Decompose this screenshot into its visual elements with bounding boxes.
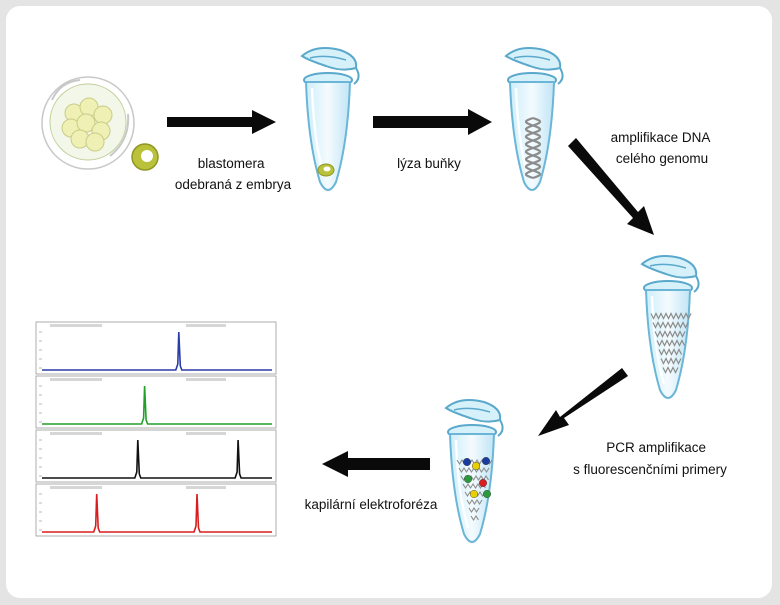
primer-dot	[482, 457, 491, 466]
tube-with-amplified-dna	[640, 254, 700, 400]
arrow-step-1	[167, 110, 276, 134]
arrow-step-3	[568, 138, 654, 235]
peak-trace	[42, 331, 272, 371]
tube-with-released-dna	[504, 46, 564, 192]
fluorescent-primer-dots	[463, 457, 492, 499]
step-label-electrophoresis: kapilární elektroforéza	[305, 497, 438, 512]
arrow-step-2	[373, 109, 492, 135]
primer-dot	[463, 458, 472, 467]
peak-trace	[42, 493, 272, 533]
electropherogram-panel	[35, 483, 277, 537]
dna-helix-icon	[524, 116, 542, 180]
electropherogram-panel	[35, 429, 277, 483]
embryo-illustration	[41, 76, 135, 170]
electropherogram-panel	[35, 375, 277, 429]
peak-trace	[42, 439, 272, 479]
primer-dot	[470, 490, 479, 499]
amplified-dna-icon	[650, 312, 692, 374]
step-label-pcr: PCR amplifikace s fluorescenčními primer…	[573, 440, 727, 477]
tube-with-fluorescent-primers	[444, 398, 504, 544]
arrow-step-4	[538, 368, 628, 436]
step-label-wga: amplifikace DNA celého genomu	[611, 130, 714, 166]
tube-with-blastomere	[300, 46, 360, 192]
electropherogram	[35, 321, 277, 537]
electropherogram-panel	[35, 321, 277, 375]
peak-trace	[42, 385, 272, 425]
step-label-lysis: lýza buňky	[397, 156, 461, 171]
step-label-blastomere: blastomera odebraná z embrya	[175, 156, 292, 192]
primer-dot	[464, 475, 473, 484]
primer-dot	[479, 479, 488, 488]
blastomere-cell	[131, 143, 159, 171]
primer-dot	[483, 490, 492, 499]
primer-dot	[472, 462, 481, 471]
arrow-step-5	[322, 451, 430, 477]
